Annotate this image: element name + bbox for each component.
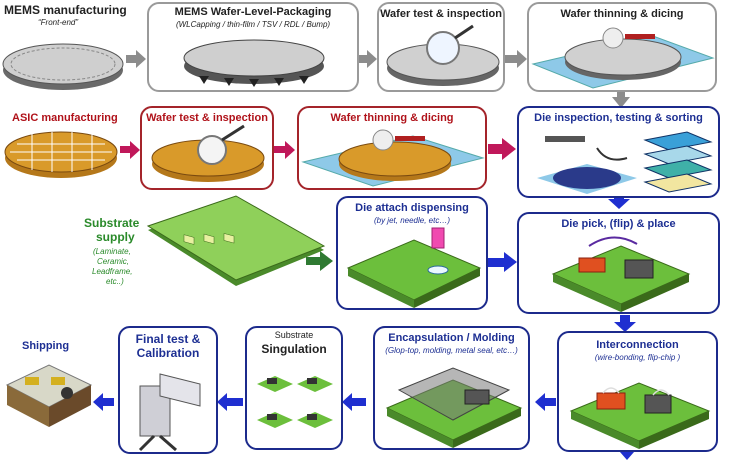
die-attach-illustration: [346, 227, 482, 308]
die-sorting-illustration: [537, 131, 713, 194]
singulation-box: Substrate Singulation: [245, 326, 343, 450]
saw-blade-icon: [372, 129, 394, 151]
wafer-test-title-1: Wafer test & inspection: [380, 8, 502, 20]
arrow-pick-down: [614, 315, 636, 332]
die-pick-box: Die pick, (flip) & place: [517, 212, 720, 314]
arrow-final-to-ship: [93, 393, 114, 411]
asic-wafer-illustration: [4, 131, 118, 178]
dispense-needle-icon: [431, 227, 445, 249]
substrate-supply-sub-1: (Laminate,: [93, 247, 131, 256]
arrow-test-to-thin-2: [274, 141, 295, 159]
die-pick-illustration: [551, 236, 691, 312]
wafer-test-title-2: Wafer test & inspection: [146, 112, 268, 124]
interconnection-subtitle: (wire-bonding, flip-chip ): [594, 353, 681, 362]
arrow-thin-to-die: [488, 138, 516, 160]
final-test-title-2: Calibration: [136, 346, 200, 360]
wafer-thinning-title-1: Wafer thinning & dicing: [560, 8, 684, 20]
wafer-test-illustration-2: [151, 124, 265, 182]
die-attach-box: Die attach dispensing (by jet, needle, e…: [336, 196, 488, 310]
arrow-test-to-thin: [505, 50, 527, 68]
wafer-thinning-illustration-2: [301, 129, 485, 187]
wafer-thinning-title-2: Wafer thinning & dicing: [330, 112, 454, 124]
arrow-thin-down: [612, 90, 630, 108]
encapsulation-subtitle: (Glop-top, molding, metal seal, etc…): [385, 346, 518, 355]
wafer-thinning-illustration-1: [531, 27, 715, 89]
die-attach-subtitle: (by jet, needle, etc…): [373, 216, 451, 225]
wlp-title: MEMS Wafer-Level-Packaging: [174, 6, 332, 18]
singulation-pre-title: Substrate: [274, 330, 314, 340]
mems-manufacturing-subtitle: “Front-end”: [38, 18, 79, 27]
shipping-title: Shipping: [22, 340, 70, 352]
encapsulation-illustration: [385, 367, 523, 448]
arrow-attach-to-pick: [488, 252, 517, 272]
final-test-title-1: Final test &: [135, 332, 201, 346]
arrow-asic-to-test: [120, 141, 140, 159]
die-pick-title: Die pick, (flip) & place: [561, 218, 676, 230]
substrate-supply-sub-2: Ceramic,: [97, 257, 130, 266]
magnifier-icon: [197, 135, 227, 165]
mems-manufacturing-title: MEMS manufacturing: [4, 3, 127, 17]
pick-tool-icon: [545, 136, 585, 142]
die-inspection-title: Die inspection, testing & sorting: [534, 112, 703, 124]
arrow-bottom-stub: [620, 452, 634, 460]
interconnection-illustration: [569, 382, 711, 449]
mems-wafer-illustration: [2, 43, 124, 90]
arrow-inter-to-encap: [535, 393, 556, 411]
arrow-substrate-to-attach: [306, 251, 333, 271]
test-equipment-illustration: [138, 373, 201, 452]
interconnection-title: Interconnection: [596, 339, 679, 351]
encapsulation-title: Encapsulation / Molding: [388, 332, 515, 344]
wlp-step-box: MEMS Wafer-Level-Packaging (WLCapping / …: [147, 2, 359, 92]
arrow-mems-to-wlp: [126, 50, 146, 68]
wlp-subtitle: (WLCapping / thin-film / TSV / RDL / Bum…: [175, 20, 331, 29]
wlp-wafer-illustration: [183, 39, 325, 87]
arrow-wlp-to-test: [357, 50, 377, 68]
substrate-supply-title-2: supply: [96, 230, 135, 244]
substrate-supply-title-1: Substrate: [84, 216, 140, 230]
substrate-supply-sub-4: etc..): [106, 277, 124, 286]
die-inspection-box: Die inspection, testing & sorting: [517, 106, 720, 198]
substrate-panel-illustration: [146, 195, 326, 286]
wafer-test-box-2: Wafer test & inspection: [140, 106, 274, 190]
die-attach-title: Die attach dispensing: [355, 202, 469, 214]
wafer-test-box-1: Wafer test & inspection: [377, 2, 505, 92]
substrate-supply-sub-3: Leadframe,: [92, 267, 133, 276]
die-chip-icon: [624, 259, 654, 279]
final-test-box: Final test & Calibration: [118, 326, 218, 454]
magnifier-icon: [426, 31, 460, 65]
encapsulation-box: Encapsulation / Molding (Glop-top, moldi…: [373, 326, 530, 450]
singulation-title: Singulation: [261, 342, 327, 356]
interconnection-box: Interconnection (wire-bonding, flip-chip…: [557, 331, 718, 452]
arrow-encap-to-sing: [342, 393, 366, 411]
asic-manufacturing-title: ASIC manufacturing: [12, 112, 118, 124]
wafer-thinning-box-1: Wafer thinning & dicing: [527, 2, 717, 92]
shipping-package-illustration: [5, 364, 93, 427]
wafer-thinning-box-2: Wafer thinning & dicing: [297, 106, 487, 190]
arrow-sing-to-final: [217, 393, 243, 411]
singulated-units-illustration: [257, 376, 333, 428]
wafer-test-illustration-1: [386, 24, 500, 86]
saw-blade-icon: [602, 27, 624, 49]
